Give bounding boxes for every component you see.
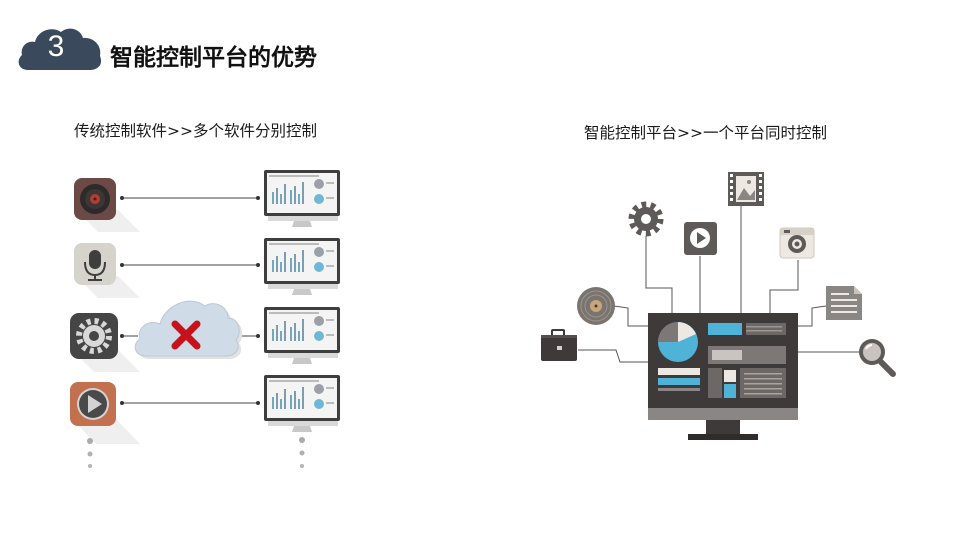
connection-lines: [122, 197, 258, 404]
document-icon: [826, 286, 862, 320]
briefcase-icon: [541, 329, 577, 361]
more-dots: [87, 438, 93, 468]
section-number: 3: [47, 30, 65, 63]
monitor-4: [264, 375, 340, 432]
gear-icon: [70, 313, 140, 372]
magnifier-icon: [859, 339, 896, 377]
traditional-software-label: 传统控制软件>>多个软件分别控制: [74, 122, 317, 140]
monitor-3: [264, 307, 340, 364]
cloud-number-badge-icon: [18, 28, 102, 70]
cloud-with-red-x-icon: [134, 300, 243, 359]
monitor-2: [264, 238, 340, 295]
vinyl-record-icon: [74, 178, 140, 232]
connection-lines: [578, 206, 860, 363]
monitor-1: [264, 170, 340, 227]
page-title: 智能控制平台的优势: [110, 45, 317, 71]
gear-icon: [628, 201, 664, 237]
section-header: 3 智能控制平台的优势: [16, 24, 496, 72]
more-dots: [299, 437, 305, 468]
vinyl-record-icon: [577, 287, 615, 325]
film-photo-icon: [728, 172, 764, 206]
smart-platform-label: 智能控制平台>>一个平台同时控制: [584, 124, 827, 142]
play-button-icon: [70, 382, 140, 444]
central-monitor: [648, 313, 798, 440]
camera-icon: [779, 227, 815, 259]
play-button-icon: [684, 222, 717, 255]
microphone-icon: [74, 243, 140, 298]
